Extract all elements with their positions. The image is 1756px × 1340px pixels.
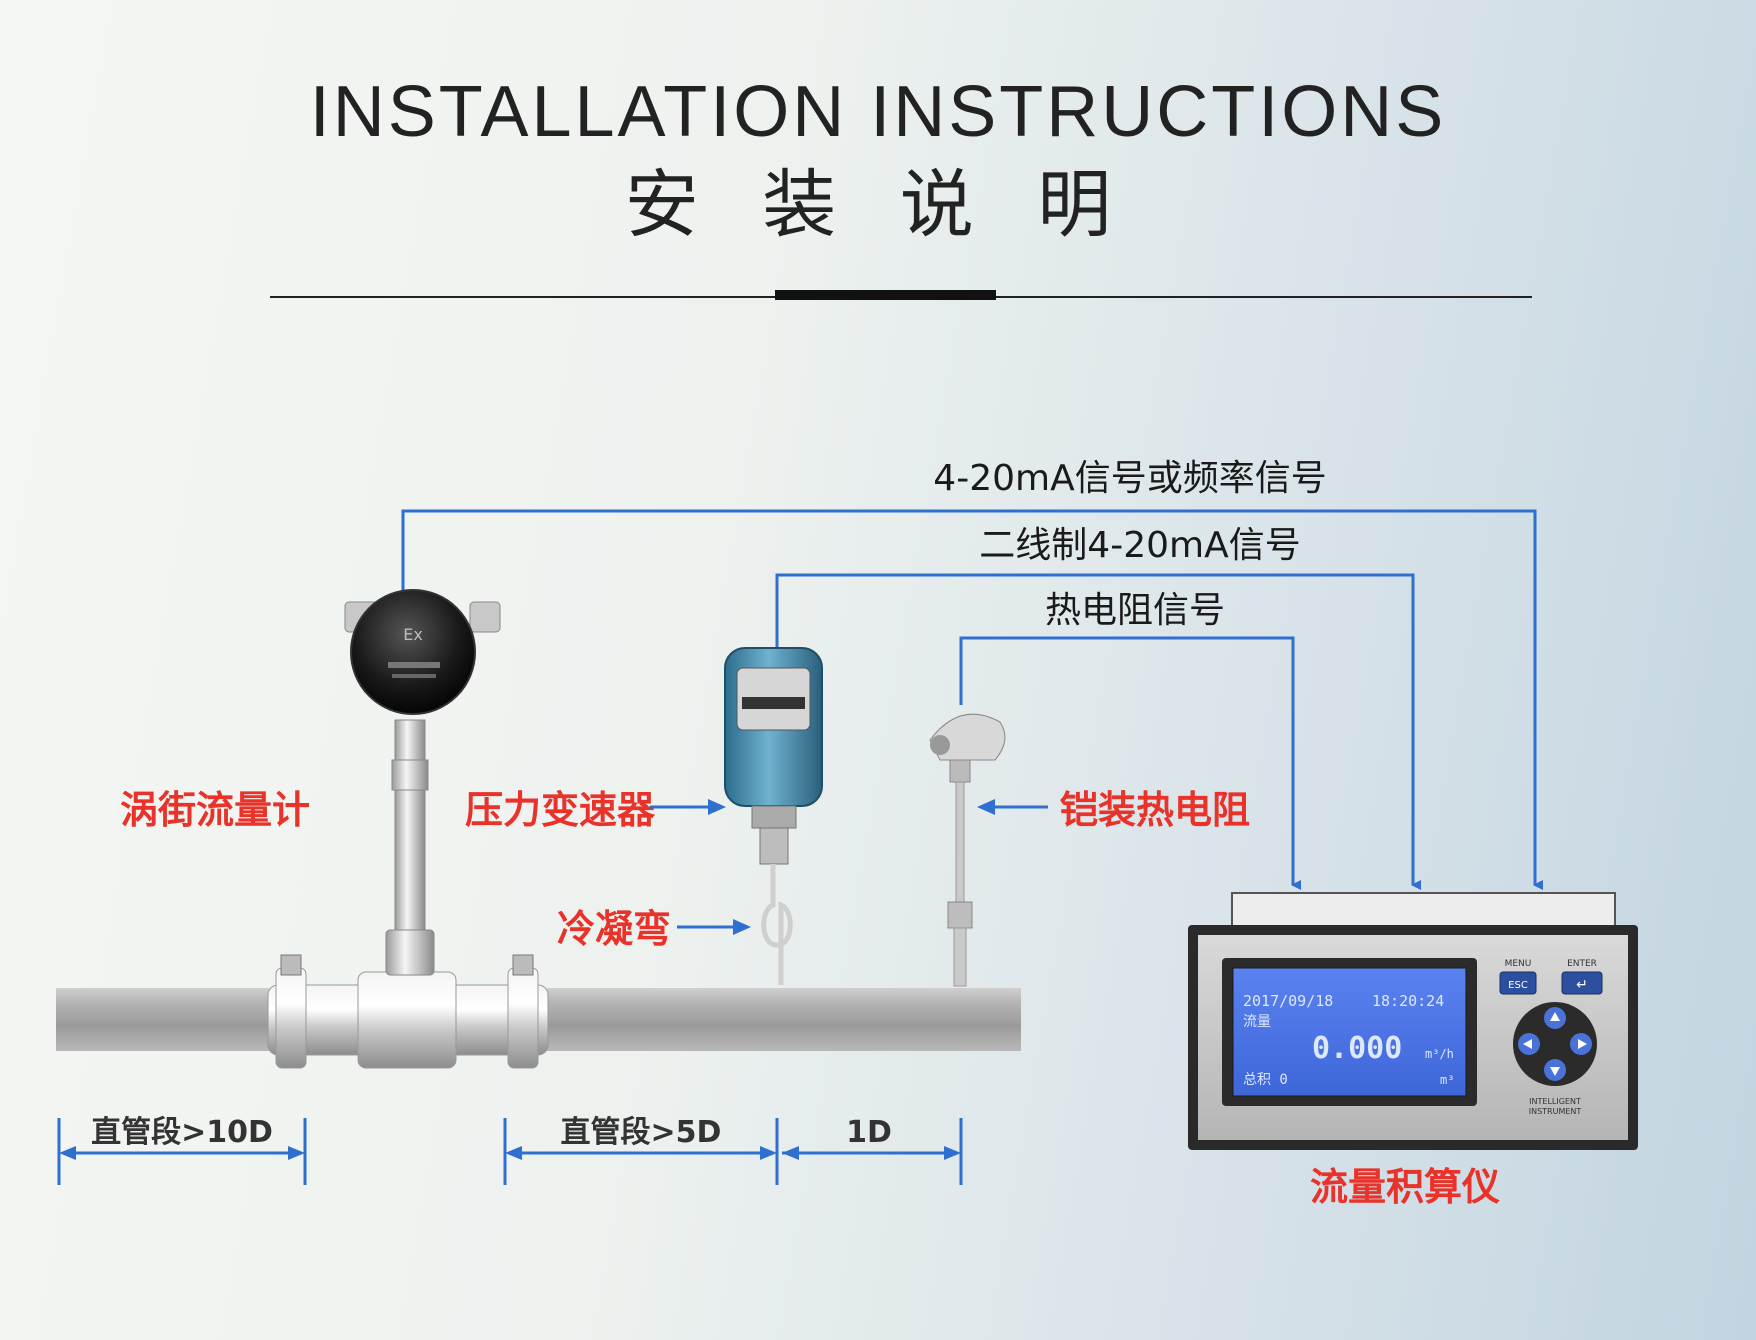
label-arrows	[650, 799, 1048, 935]
lcd-total-unit: m³	[1440, 1073, 1454, 1087]
panel-esc-button: ESC	[1508, 980, 1528, 991]
panel-enter-label: ENTER	[1567, 959, 1597, 969]
signal-label-4-20ma-or-frequency: 4-20mA信号或频率信号	[933, 458, 1326, 499]
label-vortex-flowmeter: 涡街流量计	[120, 788, 310, 832]
signal-line-rtd	[959, 636, 1301, 890]
flow-totalizer: 2017/09/18 18:20:24 流量 0.000 m³/h 总积 0 m…	[1188, 892, 1638, 1150]
title-divider-accent	[775, 290, 996, 300]
label-pressure-transmitter: 压力变速器	[465, 788, 656, 832]
armored-rtd	[929, 713, 1006, 987]
lcd-flow-value: 0.000	[1312, 1031, 1402, 1066]
title-english: INSTALLATION INSTRUCTIONS	[309, 72, 1447, 152]
panel-direction-pad	[1513, 1002, 1597, 1086]
label-armored-rtd: 铠装热电阻	[1060, 788, 1250, 832]
lcd-total-label: 总积 0	[1243, 1072, 1288, 1088]
lcd-flow-label: 流量	[1243, 1014, 1271, 1030]
signal-line-vortex	[401, 509, 1543, 890]
lcd-time: 18:20:24	[1372, 992, 1444, 1010]
panel-enter-button: ↵	[1576, 977, 1588, 993]
signal-line-pressure	[775, 573, 1421, 890]
panel-menu-label: MENU	[1505, 959, 1532, 969]
pressure-transmitter	[724, 647, 823, 985]
vortex-head-mark: Ex	[403, 625, 423, 644]
label-condensing-bend: 冷凝弯	[557, 907, 671, 951]
panel-brand-line1: INTELLIGENT	[1529, 1097, 1581, 1106]
signal-label-rtd: 热电阻信号	[1045, 590, 1225, 631]
signal-lines	[401, 509, 1543, 890]
panel-brand-line2: INSTRUMENT	[1529, 1107, 1582, 1116]
dimension-lines	[57, 1118, 963, 1185]
vortex-flowmeter: Ex	[267, 589, 549, 1069]
dim-label-one-d: 1D	[846, 1115, 892, 1150]
signal-label-two-wire-4-20ma: 二线制4-20mA信号	[979, 525, 1300, 566]
label-flow-totalizer: 流量积算仪	[1310, 1165, 1500, 1209]
dim-label-upstream: 直管段>10D	[91, 1115, 273, 1150]
title-chinese: 安 装 说 明	[624, 162, 1132, 248]
lcd-date: 2017/09/18	[1243, 992, 1333, 1010]
lcd-flow-unit: m³/h	[1425, 1047, 1454, 1061]
dim-label-downstream: 直管段>5D	[561, 1115, 722, 1150]
